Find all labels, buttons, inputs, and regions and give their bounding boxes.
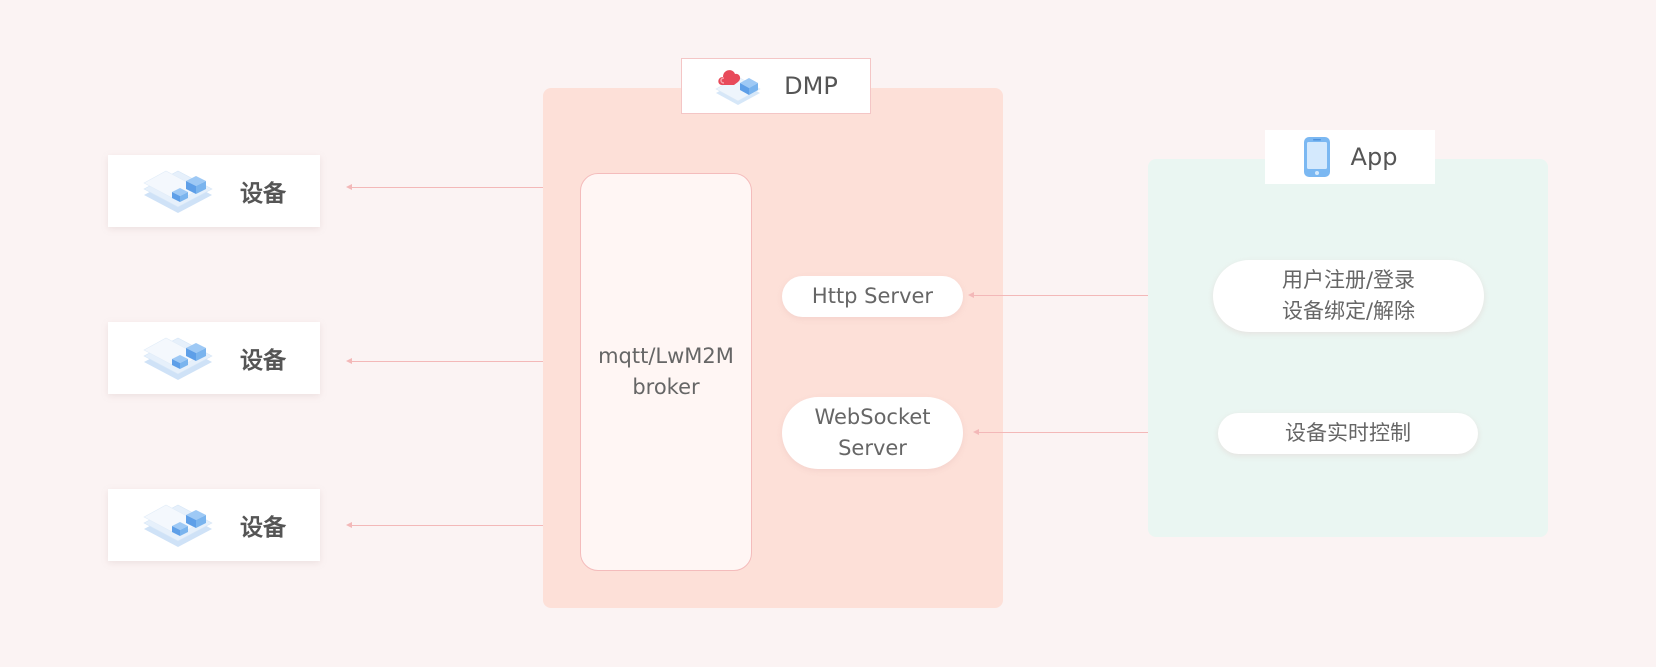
dmp-title-tab: DMP [681,58,871,114]
realtime-control-label: 设备实时控制 [1285,421,1411,445]
websocket-server-pill: WebSocket Server [782,397,963,469]
websocket-label-line1: WebSocket [814,405,931,429]
dmp-title: DMP [784,72,838,100]
realtime-control-pill: 设备实时控制 [1218,413,1478,454]
device-broker-connector-2 [346,358,558,364]
broker-box: mqtt/LwM2M broker [580,173,752,571]
http-server-label: Http Server [811,284,934,308]
device-card-2: 设备 [108,322,320,394]
arrow-left-icon [346,522,352,528]
device-broker-connector-1 [346,184,558,190]
phone-icon [1303,137,1330,177]
app-panel [1148,159,1548,537]
websocket-label-line2: Server [838,436,907,460]
app-title: App [1350,143,1398,171]
http-app-connector [968,292,1150,298]
arrow-left-icon [968,292,974,298]
user-device-feature-pill: 用户注册/登录 设备绑定/解除 [1213,260,1484,332]
device-stack-icon [140,495,216,555]
broker-label-line1: mqtt/LwM2M [598,344,734,368]
device-label: 设备 [240,515,286,541]
arrow-left-icon [973,429,979,435]
arrow-left-icon [346,184,352,190]
feature-line1: 用户注册/登录 [1281,268,1416,292]
device-stack-icon [140,328,216,388]
feature-line2: 设备绑定/解除 [1281,299,1416,323]
device-label: 设备 [240,348,286,374]
app-title-tab: App [1265,130,1435,184]
websocket-app-connector [973,429,1155,435]
device-card-3: 设备 [108,489,320,561]
device-stack-icon [140,161,216,221]
arrow-left-icon [346,358,352,364]
device-broker-connector-3 [346,522,558,528]
broker-label-line2: broker [632,375,700,399]
device-card-1: 设备 [108,155,320,227]
cloud-box-icon [715,70,761,105]
device-label: 设备 [240,181,286,207]
http-server-pill: Http Server [782,276,963,317]
